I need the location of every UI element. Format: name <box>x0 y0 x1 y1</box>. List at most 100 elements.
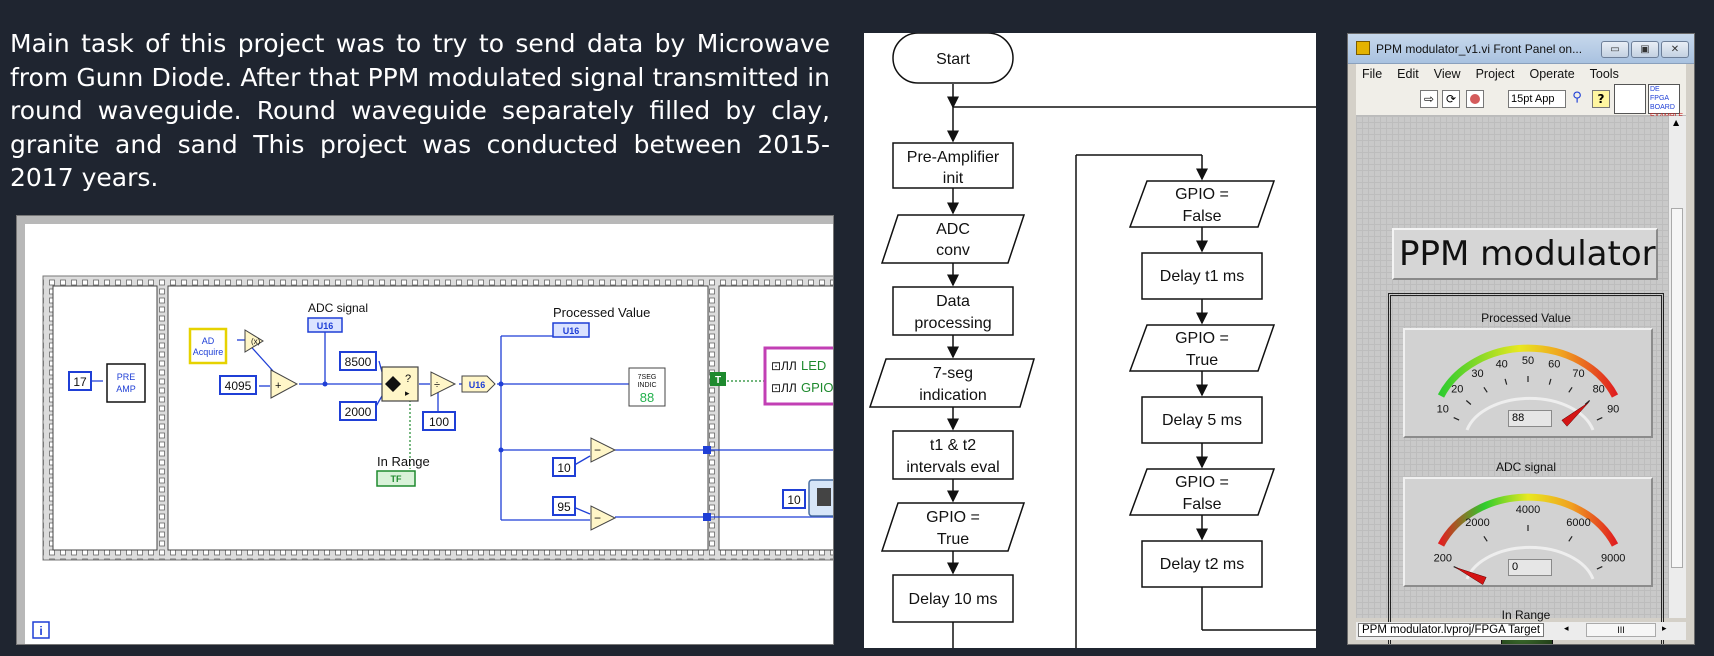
adc-tick-mark <box>1483 535 1488 542</box>
ad-acquire-subvi[interactable]: AD Acquire <box>188 327 228 365</box>
pre-amp-subvi[interactable]: PRE AMP <box>106 363 146 403</box>
svg-text:100: 100 <box>429 415 449 429</box>
const-10[interactable]: 10 <box>552 457 576 477</box>
processed-value-label: Processed Value <box>1481 311 1571 325</box>
svg-text:GPIO =: GPIO = <box>1175 186 1229 203</box>
svg-text:False: False <box>1182 208 1221 225</box>
menu-operate[interactable]: Operate <box>1529 67 1575 81</box>
subtract-node-1[interactable]: − <box>590 437 617 463</box>
info-icon[interactable]: i <box>32 621 50 639</box>
svg-text:Acquire: Acquire <box>193 347 224 357</box>
const-100[interactable]: 100 <box>422 411 456 431</box>
run-continuously-icon[interactable]: ⟳ <box>1442 90 1460 108</box>
const-8500[interactable]: 8500 <box>339 351 377 371</box>
adc-tick-label: 2000 <box>1465 517 1489 529</box>
in-range-coerce-node[interactable]: ? ▸ <box>381 366 419 402</box>
adc-tick-label: 6000 <box>1566 517 1590 529</box>
svg-text:ADC: ADC <box>936 221 970 238</box>
fpga-io-node[interactable]: ⊡ЛЛ LED ⊡ЛЛ GPIO <box>763 346 833 406</box>
flowchart-svg: Start Pre-Amplifier init ADC conv Data p… <box>868 33 1316 648</box>
svg-text:GPIO =: GPIO = <box>926 509 980 526</box>
processed-gauge-needle <box>1561 402 1589 427</box>
svg-text:intervals eval: intervals eval <box>906 459 999 476</box>
svg-text:?: ? <box>405 373 411 385</box>
in-range-indicator[interactable]: TF <box>376 470 416 487</box>
processed-tick-mark <box>1596 417 1603 421</box>
svg-text:95: 95 <box>557 500 571 514</box>
add-node[interactable]: + <box>270 369 299 399</box>
menu-edit[interactable]: Edit <box>1397 67 1419 81</box>
svg-text:LED: LED <box>801 358 826 373</box>
search-icon[interactable]: ⚲ <box>1572 90 1582 105</box>
const-10b[interactable]: 10 <box>782 489 806 509</box>
menu-project[interactable]: Project <box>1475 67 1515 81</box>
svg-text:AD: AD <box>202 336 215 346</box>
u16-conversion-node[interactable]: U16 <box>461 375 496 393</box>
in-range-label: In Range <box>377 454 430 469</box>
menu-bar: File Edit View Project Operate Tools <box>1356 64 1686 84</box>
svg-text:conv: conv <box>936 242 970 259</box>
adc-signal-indicator[interactable]: U16 <box>307 317 343 333</box>
svg-text:PRE: PRE <box>117 372 136 382</box>
maximize-button[interactable]: ▣ <box>1631 41 1659 58</box>
flow-gpio-true-right: GPIO = True <box>1128 324 1276 372</box>
svg-text:GPIO =: GPIO = <box>1175 330 1229 347</box>
const-2000[interactable]: 2000 <box>339 401 377 421</box>
wait-timer-icon[interactable] <box>808 479 833 517</box>
vertical-scrollbar[interactable]: ▲ <box>1668 116 1686 618</box>
flowchart-connectors <box>947 84 1316 648</box>
window-titlebar[interactable]: PPM modulator_v1.vi Front Panel on... ▭ … <box>1348 34 1694 64</box>
processed-tick-label: 10 <box>1437 404 1449 416</box>
svg-text:U16: U16 <box>317 321 334 331</box>
data-wires <box>85 327 833 521</box>
help-icon[interactable]: ? <box>1592 90 1610 108</box>
minimize-button[interactable]: ▭ <box>1601 41 1629 58</box>
subtract-node-2[interactable]: − <box>590 505 617 531</box>
menu-tools[interactable]: Tools <box>1589 67 1619 81</box>
close-button[interactable]: ✕ <box>1661 41 1689 58</box>
block-diagram-svg: 17 PRE AMP AD Acquire (x) 4095 <box>32 275 833 639</box>
scroll-up-arrow-icon[interactable]: ▲ <box>1673 118 1680 127</box>
const-95[interactable]: 95 <box>552 496 576 516</box>
boolean-wires <box>409 380 765 469</box>
svg-text:⊡ЛЛ: ⊡ЛЛ <box>771 359 797 373</box>
menu-view[interactable]: View <box>1433 67 1461 81</box>
svg-text:TF: TF <box>391 474 402 484</box>
scroll-left-arrow-icon[interactable]: ◂ <box>1564 623 1569 633</box>
scroll-thumb[interactable] <box>1671 208 1683 568</box>
horizontal-scroll-thumb[interactable]: III <box>1586 623 1656 637</box>
processed-tick-mark <box>1504 378 1508 385</box>
svg-text:True: True <box>1186 352 1218 369</box>
abort-icon[interactable] <box>1466 90 1484 108</box>
svg-text:AMP: AMP <box>116 384 136 394</box>
true-constant[interactable]: T <box>710 372 726 386</box>
run-arrow-icon[interactable]: ⇨ <box>1420 90 1438 108</box>
processed-tick-mark <box>1465 400 1472 405</box>
negate-node[interactable]: (x) <box>244 329 264 353</box>
menu-file[interactable]: File <box>1362 67 1383 81</box>
adc-tick-label: 200 <box>1434 553 1452 565</box>
adc-tick-mark <box>1596 566 1603 570</box>
divide-node[interactable]: ÷ <box>430 371 457 397</box>
processed-value-indicator[interactable]: U16 <box>552 322 590 338</box>
toolbar: ⇨ ⟳ 15pt App ⚲ ? DE FPGA BOARD EXAMPLE <box>1356 84 1686 120</box>
flow-intervals-eval: t1 & t2 intervals eval <box>892 430 1014 480</box>
const-17[interactable]: 17 <box>68 371 92 391</box>
front-panel-canvas: PPM modulator Processed Value <box>1356 116 1674 644</box>
svg-text:▸: ▸ <box>405 388 410 398</box>
svg-text:INDIC: INDIC <box>637 382 656 389</box>
processed-tick-mark <box>1568 386 1573 393</box>
processed-tick-label: 80 <box>1593 384 1605 396</box>
svg-text:indication: indication <box>919 387 987 404</box>
const-4095[interactable]: 4095 <box>219 375 257 395</box>
font-setting-select[interactable]: 15pt App <box>1508 90 1566 108</box>
flow-delay-t2: Delay t2 ms <box>1141 540 1263 588</box>
svg-text:i: i <box>39 624 42 638</box>
scroll-right-arrow-icon[interactable]: ▸ <box>1662 623 1667 633</box>
labview-app-icon <box>1356 41 1370 55</box>
seven-seg-indicator-subvi[interactable]: 7SEG INDIC 88 <box>628 367 666 407</box>
